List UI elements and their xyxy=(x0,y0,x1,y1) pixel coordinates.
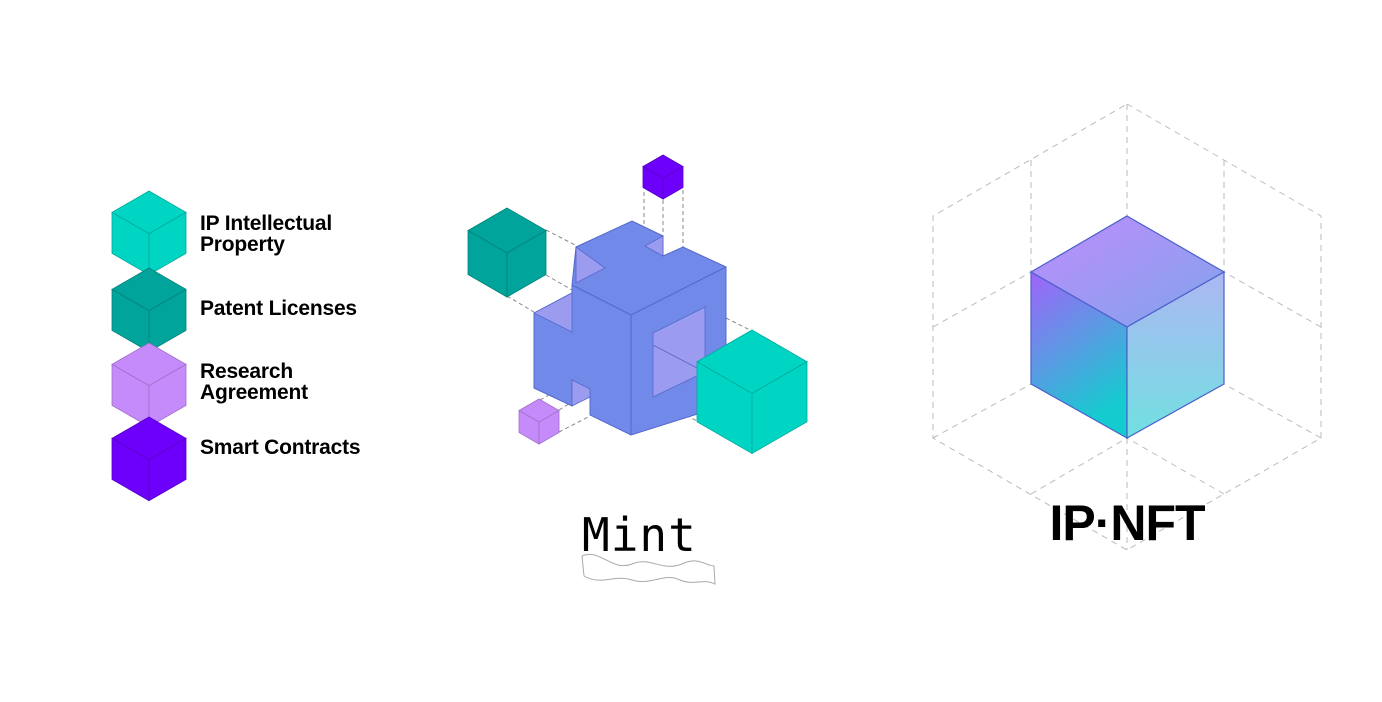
legend-label-smart-contracts: Smart Contracts xyxy=(200,436,361,459)
legend-label-ip: IP Intellectual Property xyxy=(200,213,332,255)
research-cube-icon xyxy=(518,398,560,445)
cube-face xyxy=(506,229,547,298)
cube-face xyxy=(148,437,187,502)
mint-label: Mint xyxy=(582,508,697,562)
legend-label-research: Research Agreement xyxy=(200,361,308,403)
legend-label-line: Property xyxy=(200,233,285,256)
legend-label-line: Smart Contracts xyxy=(200,436,361,459)
cube-face xyxy=(148,363,187,428)
ipnft-cube xyxy=(1029,215,1226,440)
mint-block xyxy=(533,220,727,436)
cube-face xyxy=(751,361,808,455)
mint-wave-underline xyxy=(581,553,716,585)
mint-cubes xyxy=(467,154,808,455)
legend-label-line: IP Intellectual xyxy=(200,212,332,235)
legend-cube-icon xyxy=(111,342,187,428)
smart-contract-cube-icon xyxy=(642,154,684,200)
ipnft-label: IP·NFT xyxy=(1049,495,1205,551)
legend-label-line: Patent Licenses xyxy=(200,297,357,320)
legend-cube-icon xyxy=(111,190,187,276)
cube-face xyxy=(148,211,187,276)
patent-cube-icon xyxy=(467,207,547,298)
legend-cube-icon xyxy=(111,267,187,353)
legend-cube-icon xyxy=(111,416,187,502)
ipnft-dashed-grid xyxy=(932,103,1322,551)
cube-face xyxy=(148,288,187,353)
legend-label-line: Research xyxy=(200,360,293,383)
legend-label-line: Agreement xyxy=(200,381,308,404)
legend-cubes xyxy=(111,190,187,502)
cube-face xyxy=(662,165,684,200)
legend-label-patent: Patent Licenses xyxy=(200,298,357,319)
ip-cube-icon xyxy=(696,329,808,455)
cube-face xyxy=(538,409,560,445)
